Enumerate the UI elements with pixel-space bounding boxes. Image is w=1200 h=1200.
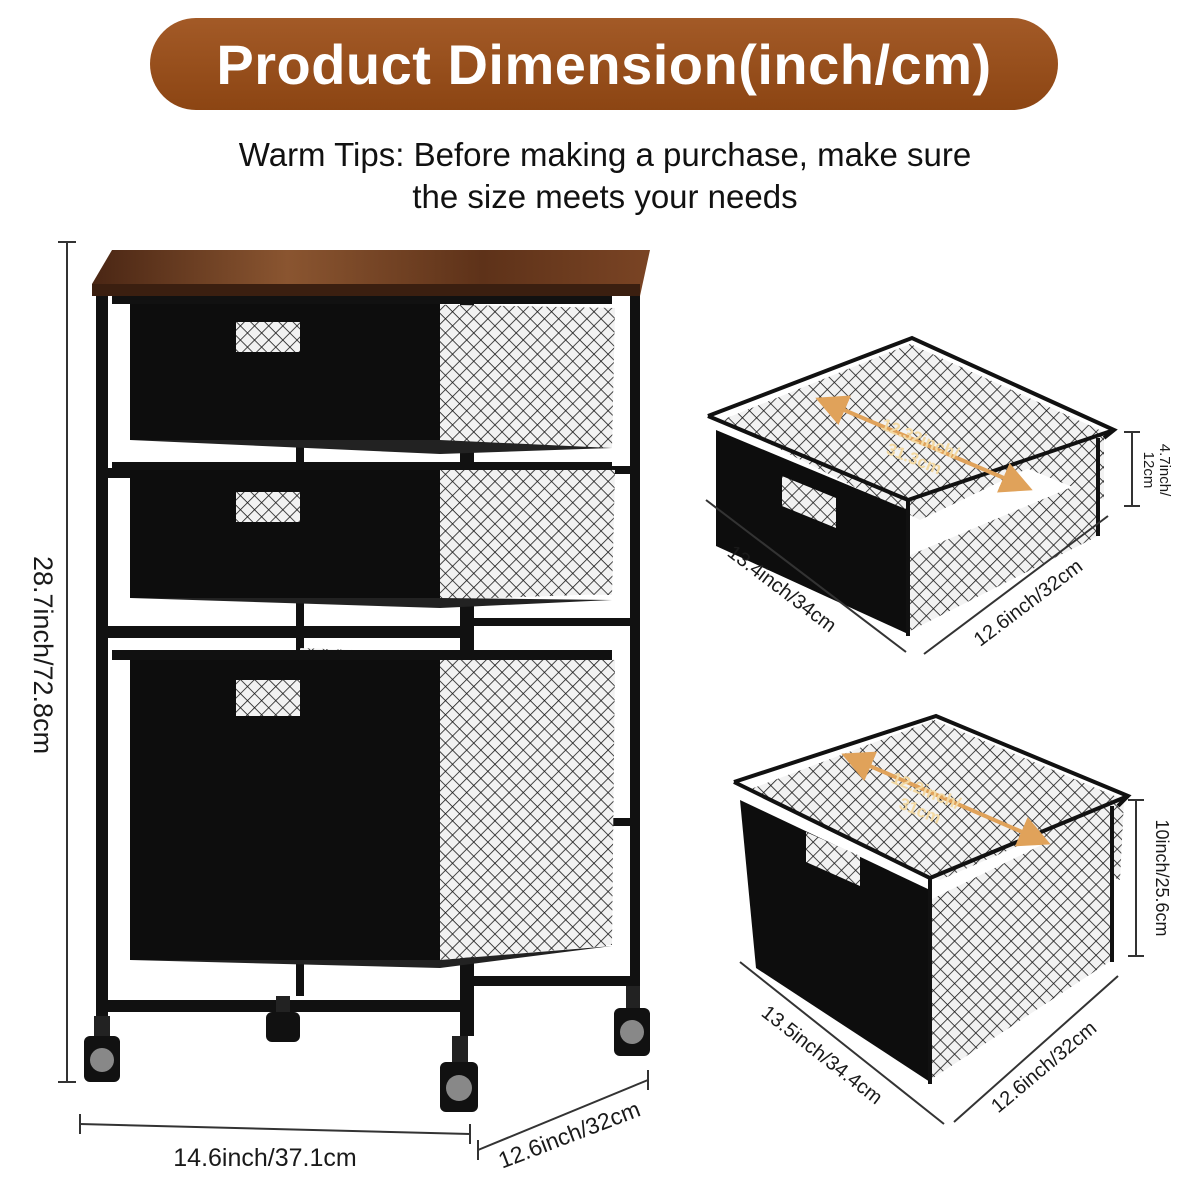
frame-post (630, 296, 640, 986)
large-basket-height-label: 10inch/25.6cm (1152, 819, 1172, 936)
cart-height-dimension: 28.7inch/72.8cm (28, 241, 76, 1083)
cart-width-label: 14.6inch/37.1cm (173, 1144, 356, 1172)
small-basket-height-label-1: 4.7inch/ (1156, 444, 1173, 497)
warm-tips: Warm Tips: Before making a purchase, mak… (100, 134, 1110, 218)
small-basket-height-dimension: 4.7inch/ 12cm (1124, 431, 1173, 507)
cart-width-dimension: 14.6inch/37.1cm (79, 1114, 471, 1172)
tips-line-2: the size meets your needs (412, 178, 798, 215)
caster-wheel (266, 996, 300, 1042)
cart-depth-dimension: 12.6inch/32cm (477, 1070, 649, 1173)
storage-cart (84, 250, 650, 1112)
tips-line-1: Warm Tips: Before making a purchase, mak… (238, 136, 972, 173)
page-title: Product Dimension(inch/cm) (216, 32, 992, 96)
title-banner: Product Dimension(inch/cm) (150, 18, 1058, 110)
caster-wheel (614, 986, 650, 1056)
caster-wheel (440, 1036, 478, 1112)
caster-wheel (84, 1016, 120, 1082)
cart-height-label: 28.7inch/72.8cm (28, 556, 58, 754)
small-basket: 12.32inch/ 31.3cm (707, 335, 1118, 636)
large-basket-width-label: 12.6inch/32cm (987, 1017, 1101, 1117)
large-basket-height-dimension: 10inch/25.6cm (1128, 799, 1172, 957)
drawer-middle (112, 462, 615, 608)
basket-front-panel (740, 800, 930, 1082)
small-basket-height-label-2: 12cm (1140, 452, 1157, 489)
drawer-bottom (112, 648, 615, 968)
large-basket: 12.2inch/ 31cm (733, 713, 1132, 1084)
basket-front-panel (716, 430, 908, 634)
drawer-top (112, 296, 615, 454)
frame-post (96, 296, 108, 1016)
